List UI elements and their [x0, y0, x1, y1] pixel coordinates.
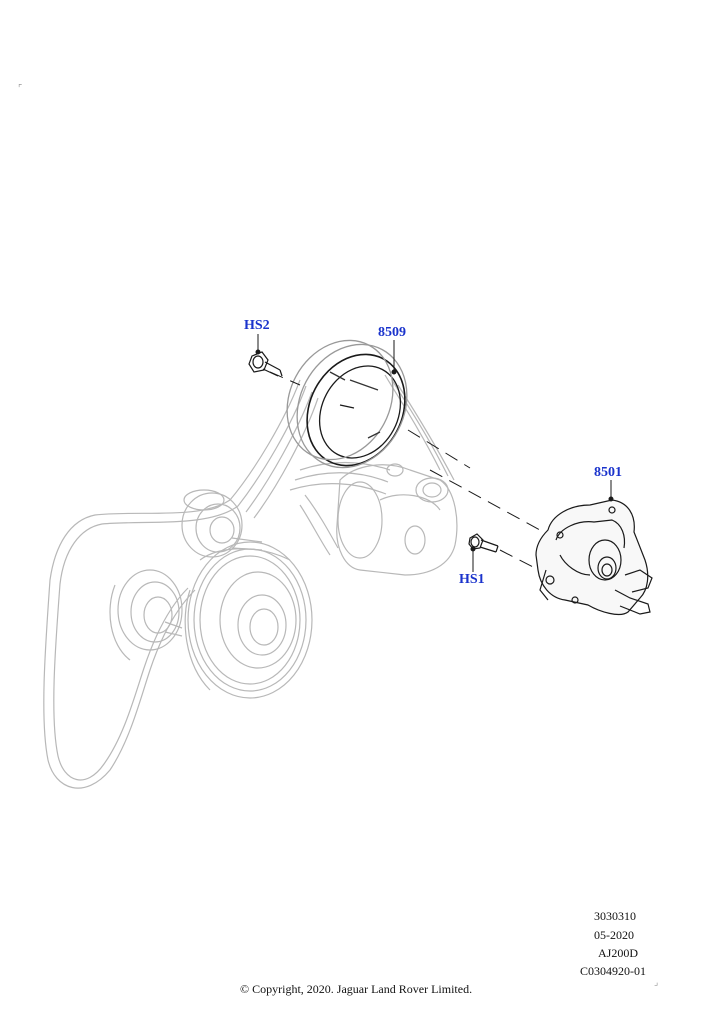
- crankshaft-pulley: [187, 541, 313, 699]
- illustration-date: 05-2020: [594, 928, 634, 942]
- callout-hs1[interactable]: HS1: [459, 572, 485, 587]
- idler-pulley-upper: [181, 492, 243, 558]
- illustration-number: 3030310: [594, 909, 636, 923]
- belt-tensioner: [336, 464, 458, 576]
- idler-pulley-lower: [117, 569, 183, 651]
- belt-drive-assembly-ghost: [43, 374, 458, 789]
- callout-hs2[interactable]: HS2: [244, 318, 270, 333]
- callout-8509[interactable]: 8509: [378, 325, 406, 340]
- water-pump-8501[interactable]: [535, 499, 653, 616]
- engine-code: AJ200D: [597, 946, 638, 960]
- drawing-reference: C0304920-01: [580, 964, 646, 978]
- bolt-hs1[interactable]: [468, 533, 499, 553]
- crop-mark-top-left: ⌜: [18, 84, 23, 94]
- callout-leaders: [255, 334, 614, 572]
- water-pump-pulley-8509[interactable]: [267, 322, 428, 487]
- serpentine-belt: [43, 379, 301, 789]
- bolt-hs2[interactable]: [248, 351, 283, 377]
- copyright-notice: © Copyright, 2020. Jaguar Land Rover Lim…: [240, 982, 473, 996]
- callout-8501[interactable]: 8501: [594, 465, 622, 480]
- crop-mark-bottom-right: ⌟: [654, 978, 659, 988]
